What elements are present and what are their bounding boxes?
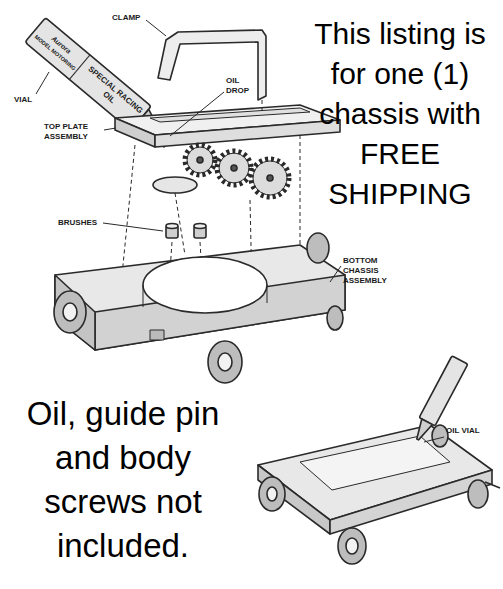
- part-label: BOTTOM CHASSIS ASSEMBLY: [343, 256, 405, 286]
- bottom-chassis: [54, 233, 345, 383]
- brushes: [166, 224, 206, 239]
- part-label: VIAL: [14, 95, 40, 105]
- clamp: [158, 30, 266, 100]
- exclusion-notice: Oil, guide pin and body screws not inclu…: [4, 392, 242, 568]
- top-plate: [115, 105, 340, 197]
- assembled-chassis: [258, 425, 500, 564]
- vial-text: SPECIAL RACING OIL: [78, 63, 146, 125]
- listing-notice: This listing is for one (1) chassis with…: [302, 14, 498, 214]
- part-label: TOP PLATE ASSEMBLY: [44, 122, 102, 142]
- part-label: CLAMP: [112, 13, 146, 23]
- part-label: OIL VIAL: [446, 426, 480, 436]
- part-label: OIL DROP: [226, 76, 256, 96]
- part-label: BRUSHES: [58, 218, 102, 228]
